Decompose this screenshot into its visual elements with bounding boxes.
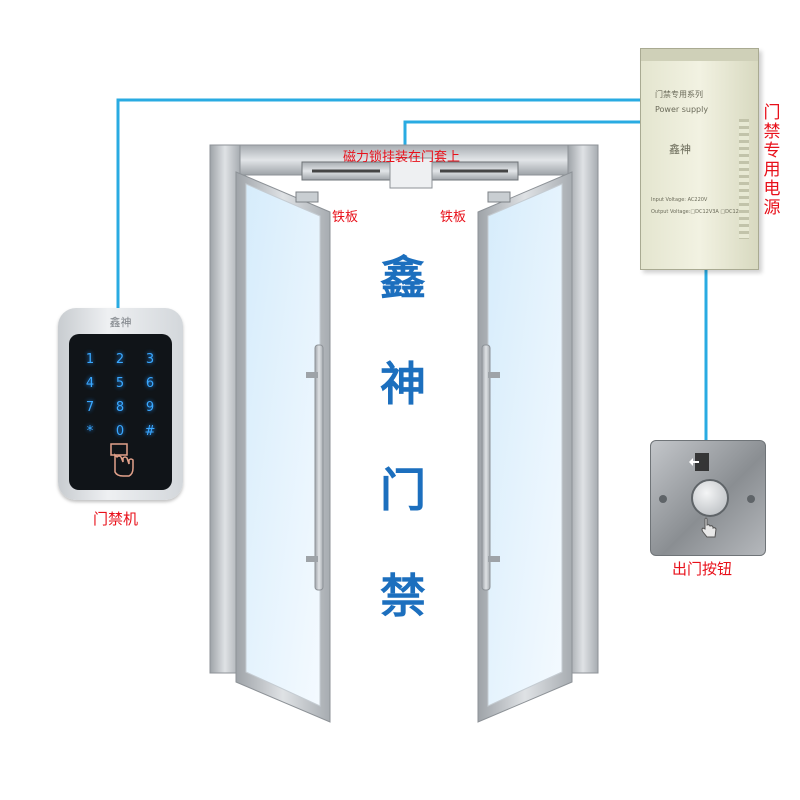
left-handle-mount-bottom bbox=[306, 556, 318, 562]
left-handle-mount-top bbox=[306, 372, 318, 378]
left-door-handle bbox=[314, 344, 324, 591]
left-door-glass bbox=[245, 183, 321, 707]
iron-plate-left-label: 铁板 bbox=[332, 210, 359, 225]
access-reader-device: 鑫神 1 2 3 4 5 6 7 8 9 * 0 # bbox=[58, 308, 183, 500]
screw-right bbox=[747, 495, 755, 503]
hand-card-icon bbox=[110, 443, 134, 477]
keypad-key[interactable]: 1 bbox=[85, 352, 95, 367]
power-box-title: 门禁专用系列 bbox=[655, 90, 703, 99]
exit-button-device bbox=[650, 440, 766, 556]
iron-plate-right-label: 铁板 bbox=[440, 210, 467, 225]
door-open-icon bbox=[689, 453, 709, 471]
keypad-key[interactable]: * bbox=[86, 424, 94, 439]
power-box-lid bbox=[641, 49, 758, 61]
wire-lock-to-power bbox=[403, 120, 650, 155]
keypad-key[interactable]: 2 bbox=[115, 352, 125, 367]
door-frame-right bbox=[567, 144, 599, 674]
brand-char-4: 禁 bbox=[380, 569, 426, 623]
magnetic-lock-bracket bbox=[389, 157, 433, 189]
power-box-output: Output Voltage:□DC12V3A □DC12V5A bbox=[651, 209, 749, 215]
power-supply-label: 门禁专用电源 bbox=[763, 103, 781, 218]
brand-char-1: 鑫 bbox=[380, 251, 426, 305]
reader-logo: 鑫神 bbox=[109, 316, 132, 329]
keypad-key[interactable]: 4 bbox=[85, 376, 95, 391]
right-door-glass bbox=[487, 183, 563, 707]
door-frame-left bbox=[209, 144, 241, 674]
brand-char-3: 门 bbox=[380, 463, 426, 517]
brand-title: 鑫 神 门 禁 bbox=[368, 250, 438, 624]
power-box-input: Input Voltage: AC220V bbox=[651, 197, 708, 203]
power-supply-box: 门禁专用系列 Power supply 鑫神 Input Voltage: AC… bbox=[640, 48, 759, 270]
keypad-key[interactable]: 0 bbox=[115, 424, 125, 439]
keypad-key[interactable]: 6 bbox=[145, 376, 155, 391]
screw-left bbox=[659, 495, 667, 503]
keypad-key[interactable]: 5 bbox=[115, 376, 125, 391]
keypad-key[interactable]: # bbox=[144, 424, 156, 439]
iron-plate-right bbox=[487, 191, 511, 203]
keypad-key[interactable]: 3 bbox=[145, 352, 155, 367]
iron-plate-left bbox=[295, 191, 319, 203]
power-box-vents bbox=[739, 119, 749, 239]
exit-push-button[interactable] bbox=[691, 479, 729, 517]
exit-button-label: 出门按钮 bbox=[672, 560, 733, 578]
keypad-key[interactable]: 7 bbox=[85, 400, 95, 415]
right-door-handle bbox=[481, 344, 491, 591]
wire-reader-to-power bbox=[116, 98, 650, 310]
hand-press-icon bbox=[701, 517, 717, 538]
brand-char-2: 神 bbox=[380, 357, 426, 411]
right-handle-mount-top bbox=[488, 372, 500, 378]
power-box-logo: 鑫神 bbox=[669, 143, 691, 156]
reader-keypad-panel: 1 2 3 4 5 6 7 8 9 * 0 # bbox=[69, 334, 172, 490]
power-box-subtitle: Power supply bbox=[655, 105, 709, 114]
access-reader-label: 门禁机 bbox=[93, 510, 139, 528]
keypad-key[interactable]: 8 bbox=[115, 400, 125, 415]
keypad-key[interactable]: 9 bbox=[145, 400, 155, 415]
magnetic-lock-label: 磁力锁挂装在门套上 bbox=[343, 150, 461, 165]
right-handle-mount-bottom bbox=[488, 556, 500, 562]
